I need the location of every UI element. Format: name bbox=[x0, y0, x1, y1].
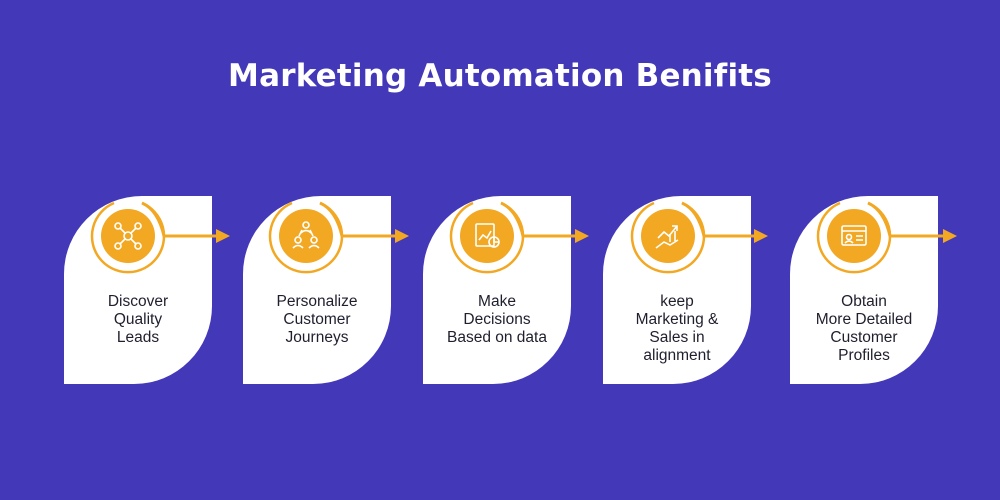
customer-journey-icon bbox=[292, 221, 320, 249]
arrow-head bbox=[943, 229, 957, 243]
step-marker-5 bbox=[816, 201, 957, 274]
step-marker-3 bbox=[449, 201, 589, 274]
icon-circle bbox=[827, 209, 881, 263]
benefit-label-2: Personalize Customer Journeys bbox=[276, 293, 358, 346]
connector-line bbox=[500, 201, 575, 238]
step-marker-1 bbox=[90, 201, 230, 274]
benefit-label-5: Obtain More Detailed Customer Profiles bbox=[815, 293, 913, 364]
growth-handshake-icon bbox=[655, 225, 679, 249]
arrow-head bbox=[575, 229, 589, 243]
icon-circle bbox=[279, 209, 333, 263]
arrow-head bbox=[395, 229, 409, 243]
page-title: Marketing Automation Benifits bbox=[228, 58, 772, 94]
data-analysis-icon bbox=[475, 223, 500, 248]
network-users-icon bbox=[114, 222, 142, 250]
icon-circle bbox=[460, 209, 514, 263]
connector-line bbox=[319, 201, 395, 238]
step-marker-2 bbox=[268, 201, 409, 274]
connector-line bbox=[681, 201, 754, 238]
benefit-label-4: keep Marketing & Sales in alignment bbox=[635, 293, 719, 364]
icon-circle bbox=[101, 209, 155, 263]
connector-line bbox=[867, 201, 943, 238]
arrow-head bbox=[754, 229, 768, 243]
arrow-head bbox=[216, 229, 230, 243]
profile-card-icon bbox=[841, 225, 867, 246]
benefit-label-1: Discover Quality Leads bbox=[107, 293, 169, 346]
benefit-label-3: Make Decisions Based on data bbox=[447, 293, 547, 346]
step-marker-4 bbox=[630, 201, 768, 274]
connector-line bbox=[141, 201, 216, 238]
